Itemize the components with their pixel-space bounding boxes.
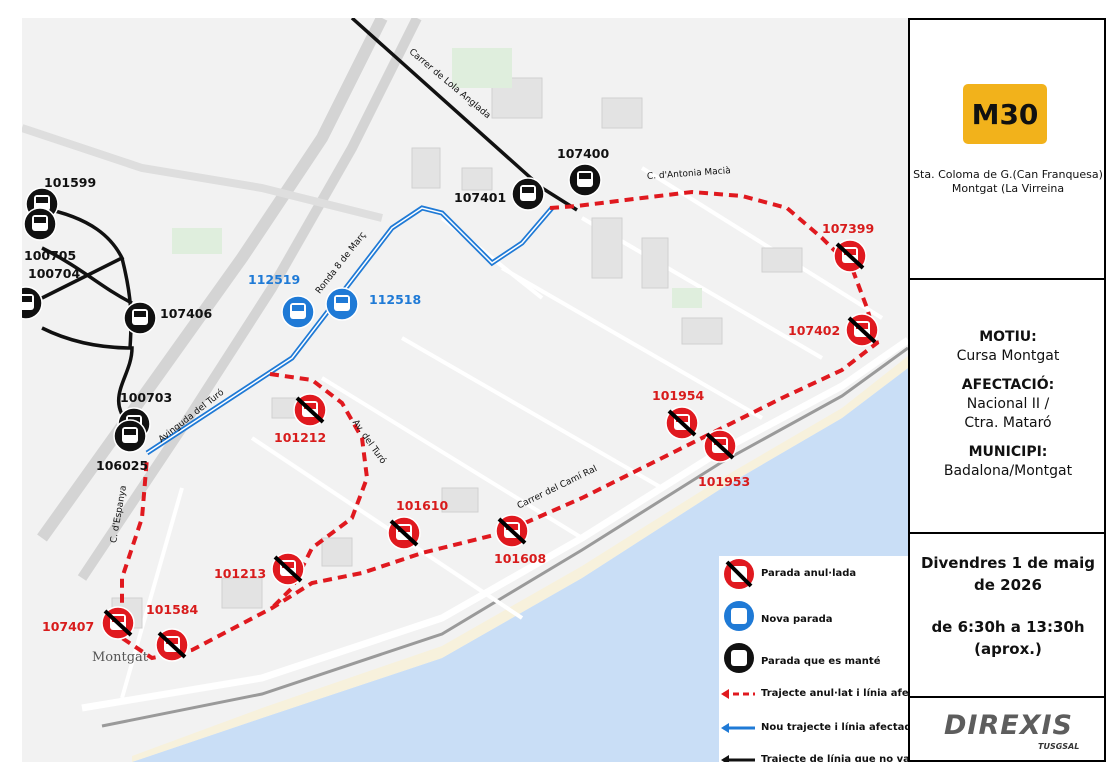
kept-stop-icon (724, 643, 754, 673)
stop-label-100705: 100705 (24, 248, 77, 263)
bus-stop-icon-107407[interactable] (101, 606, 135, 640)
legend-label-kept-stop: Parada que es manté (761, 656, 881, 667)
legend-label-cancelled-stop: Parada anul·lada (761, 568, 857, 579)
date-block: Divendres 1 de maig de 2026 de 6:30h a 1… (910, 534, 1106, 660)
stop-label-101212: 101212 (274, 430, 327, 445)
unchanged-route-icon (721, 755, 755, 762)
cancelled-route (120, 189, 880, 661)
legend-label-new-stop: Nova parada (761, 614, 833, 625)
town-label-montgat: Montgat (92, 650, 149, 665)
highway-b20 (22, 124, 383, 222)
info-section: MOTIU: Cursa Montgat AFECTACIÓ: Nacional… (910, 280, 1106, 534)
afectacio-value-1: Nacional II / (966, 396, 1050, 412)
stop-label-106025: 106025 (96, 458, 149, 473)
date-line-4: (aprox.) (974, 640, 1042, 658)
legend-unchanged-route: Trajecte de línia que no varia (719, 748, 908, 762)
legend-cancelled-route: Trajecte anul·lat i línia afectada (719, 682, 908, 712)
park-areas (172, 48, 702, 308)
stop-label-107399: 107399 (822, 221, 875, 236)
motiu-label: MOTIU: (979, 329, 1037, 345)
map-area[interactable]: 107400 107401 107399 107402 101954 10195… (22, 18, 908, 762)
stop-label-100704: 100704 (28, 266, 81, 281)
info-block: MOTIU: Cursa Montgat AFECTACIÓ: Nacional… (910, 280, 1106, 481)
bus-stop-icon-107399[interactable] (833, 239, 867, 273)
date-line-1: Divendres 1 de maig (920, 554, 1096, 572)
bus-stop-icon-106025[interactable] (113, 419, 147, 453)
stop-label-100703: 100703 (120, 390, 173, 405)
bus-stop-icon-107401[interactable] (511, 177, 545, 211)
bus-stop-icon-112519[interactable] (281, 295, 315, 329)
legend-label-new-route: Nou trajecte i línia afectada (761, 722, 908, 733)
bus-stop-icon-101610[interactable] (387, 516, 421, 550)
bus-stop-icon-100705[interactable] (23, 207, 57, 241)
railway-line (101, 346, 908, 728)
stop-label-112519: 112519 (248, 272, 301, 287)
street-grid (120, 166, 884, 699)
building-blocks (111, 77, 803, 629)
highway-c31-b (77, 18, 422, 581)
side-panel: M30 Sta. Coloma de G.(Can Franquesa) Mon… (908, 18, 1106, 762)
legend-cancelled-stop: Parada anul·lada (719, 558, 908, 589)
direxis-logo-sub: TUSGSAL (1038, 742, 1080, 751)
map-legend: Parada anul·lada Nova parada Parada que … (719, 556, 908, 762)
afectacio-value-2: Ctra. Mataró (964, 415, 1052, 431)
legend-new-route: Nou trajecte i línia afectada (719, 716, 908, 746)
afectacio-label: AFECTACIÓ: (961, 377, 1055, 393)
bus-stop-icon-107400[interactable] (568, 163, 602, 197)
stop-icons (22, 163, 879, 662)
cancelled-stop-icon (724, 559, 754, 589)
motiu-value: Cursa Montgat (956, 348, 1060, 364)
stop-label-101584: 101584 (146, 602, 199, 617)
new-stop-icon (724, 601, 754, 631)
legend-new-stop: Nova parada (719, 600, 908, 631)
bus-stop-icon-101212[interactable] (293, 393, 327, 427)
sea-area (132, 368, 908, 762)
bus-stop-icon-101953[interactable] (703, 429, 737, 463)
stop-label-101954: 101954 (652, 388, 705, 403)
bus-stop-icon-101954[interactable] (665, 406, 699, 440)
map-canvas[interactable] (22, 18, 908, 762)
municipi-label: MUNICIPI: (968, 444, 1048, 460)
stop-label-101610: 101610 (396, 498, 449, 513)
route-badge: M30 (963, 84, 1047, 144)
stop-label-101608: 101608 (494, 551, 547, 566)
date-line-2: de 2026 (974, 576, 1042, 594)
stop-label-107406: 107406 (160, 306, 213, 321)
bus-stop-icon-101608[interactable] (495, 514, 529, 548)
bus-stop-icon-107406[interactable] (123, 301, 157, 335)
highway-c31 (37, 18, 388, 542)
stop-label-107407: 107407 (42, 619, 95, 634)
bus-stop-icon-107402[interactable] (845, 313, 879, 347)
stop-label-112518: 112518 (369, 292, 422, 307)
municipi-value: Badalona/Montgat (943, 463, 1073, 479)
bus-stop-icon-101584[interactable] (155, 628, 189, 662)
date-line-3: de 6:30h a 13:30h (931, 618, 1085, 636)
stop-label-107401: 107401 (454, 190, 507, 205)
stop-label-107400: 107400 (557, 146, 610, 161)
route-origin: Sta. Coloma de G.(Can Franquesa) (913, 168, 1103, 181)
logo-section: DIREXIS TUSGSAL (910, 698, 1106, 762)
legend-kept-stop: Parada que es manté (719, 642, 908, 673)
stop-label-101213: 101213 (214, 566, 267, 581)
bus-stop-icon-100704[interactable] (22, 286, 43, 320)
stop-label-107402: 107402 (788, 323, 841, 338)
cancelled-route-icon (721, 689, 755, 699)
legend-label-unchanged-route: Trajecte de línia que no varia (761, 754, 908, 762)
stop-label-101599: 101599 (44, 175, 97, 190)
new-route-icon (721, 723, 755, 733)
legend-label-cancelled-route: Trajecte anul·lat i línia afectada (761, 688, 908, 699)
direxis-logo: DIREXIS (944, 710, 1074, 741)
bus-stop-icon-101213[interactable] (271, 552, 305, 586)
bus-stop-icon-112518[interactable] (325, 287, 359, 321)
route-destination: Montgat (La Virreina (951, 182, 1065, 195)
stop-label-101953: 101953 (698, 474, 751, 489)
date-section: Divendres 1 de maig de 2026 de 6:30h a 1… (910, 534, 1106, 698)
route-section: M30 Sta. Coloma de G.(Can Franquesa) Mon… (910, 18, 1106, 280)
